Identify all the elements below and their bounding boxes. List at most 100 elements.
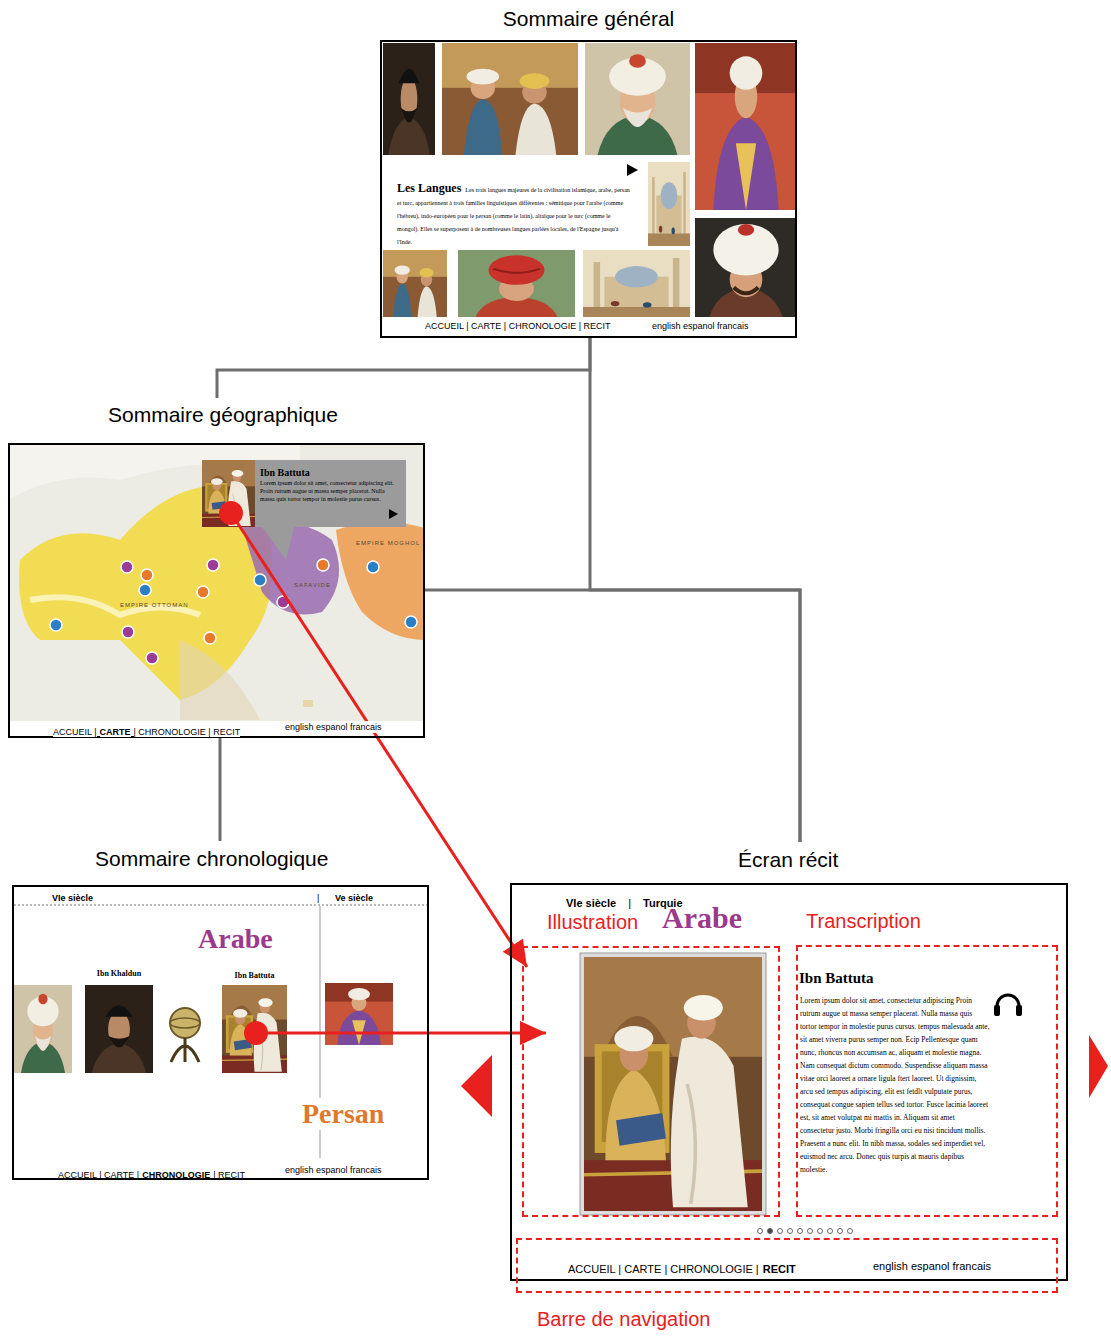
story-screen-art [1016,1005,1022,1016]
map-art [389,509,398,519]
map-art [8,443,425,738]
screen-general-art [383,157,645,248]
story-screen-art [848,1229,853,1234]
map-art [367,561,379,573]
panel-body: Les trois langues majeures de la civilis… [397,187,630,245]
map-art [122,626,134,638]
story-screen-art [1089,1035,1108,1098]
map-art [139,584,151,596]
story-screen-art [798,1229,803,1234]
timeline-art [170,1008,200,1038]
story-screen-art [580,953,766,1215]
nav-link: | CHRONOLOGIE | RECIT [134,727,241,737]
story-screen-art [788,1229,793,1234]
screen-general-art [695,43,797,210]
tree-connector [217,338,590,398]
text-line: ACCUEIL | CARTE |CHRONOLOGIE| RECIT [58,1164,245,1182]
text-line: ACCUEIL |CARTE| CHRONOLOGIE | RECIT [53,721,240,739]
screen-general-art [383,43,435,155]
screen-general-art [380,40,797,338]
story-screen-art [818,1229,823,1234]
nav-link: Ve siècle [335,892,373,904]
panel-heading: Les Langues [397,181,461,195]
text-line: Les LanguesLes trois langues majeures de… [397,182,633,247]
tree-connector [425,590,800,842]
screen-mockup: ACCUEIL |CARTE| CHRONOLOGIE | RECITSomma… [8,443,425,738]
nav-link: | [317,892,319,904]
map-region-label: SAFAVIDE [294,582,331,588]
map-art [317,559,329,571]
map-art [50,619,62,631]
story-screen-art [768,1229,773,1234]
language-heading: Persan [302,1098,384,1130]
story-screen-art [461,1055,492,1117]
tree-connector [219,738,222,841]
map-art [207,559,219,571]
timeline-art [222,985,287,1073]
timeline-item: Ibn Battuta [222,965,287,1073]
screen-mockup: Sommaire généralACCUEIL | CARTE | CHRONO… [380,40,797,338]
story-screen-art [838,1229,843,1234]
nav-link: | RECIT [213,1170,245,1180]
screen-general-art [383,250,447,317]
nav-link: ACCUEIL | [53,727,97,737]
nav-link: english espanol francais [873,1259,991,1273]
story-screen-art [758,1229,763,1234]
annotation-label: Transcription [806,909,921,933]
screen-general-art [627,164,638,176]
map-art [50,559,417,664]
nav-link: VIe siècle [566,897,616,909]
link-dot [244,1021,268,1045]
map-art [405,616,417,628]
timeline-art [184,1038,187,1062]
map-art [8,721,425,738]
timeline-art [85,985,153,1073]
map-region-label: EMPIRE OTTOMAN [120,602,189,608]
screen-title: Sommaire général [380,6,797,31]
map-art [197,586,209,598]
link-arrow [256,1032,546,1035]
map-art [262,527,294,560]
story-body: Lorem ipsum dolor sit amet, consectetur … [800,994,990,1176]
story-screen-art [510,883,1068,1281]
map-art [303,700,313,707]
story-screen-art [584,957,762,1211]
annotation-label: Illustration [547,910,638,934]
nav-link: CARTE [100,727,131,737]
nav-link: RECIT [763,1263,796,1275]
map-art [202,460,406,527]
screen-title: Écran récit [738,847,838,872]
map-popup: Ibn BattutaLorem ipsum dolor sit amet, c… [202,460,406,527]
map-art [121,561,133,573]
map-art [254,574,266,586]
story-screen-art [758,1229,853,1234]
story-screen-art [808,1229,813,1234]
timeline-art [170,1018,200,1028]
nav-link: ACCUEIL | CARTE | [58,1170,139,1180]
screen-title: Sommaire chronologique [95,846,328,871]
screen-general-art [380,40,797,338]
nav-link: english espanol francais [652,320,749,332]
timeline-art [14,985,72,1073]
map-art [180,640,260,720]
text-line: Ibn BattutaLorem ipsum dolor sit amet, c… [260,466,400,503]
popup-heading: Ibn Battuta [260,466,400,479]
nav-link: CHRONOLOGIE [142,1170,210,1180]
nav-link: english espanol francais [285,1164,382,1176]
timeline-art [325,983,393,1045]
text-line: ACCUEIL | CARTE | CHRONOLOGIE |RECIT [568,1259,796,1277]
screen-general-art [695,218,797,317]
nav-link: english espanol francais [285,721,382,733]
zone-box: Illustration [522,946,780,1217]
screen-mockup: ACCUEIL | CARTE |CHRONOLOGIE| RECITSomma… [12,885,429,1180]
story-screen-art [994,1005,1000,1016]
popup-body: Lorem ipsum dolor sit amet, consectetur … [260,479,400,503]
map-art [30,597,200,615]
map-art [204,632,216,644]
zone-box: ACCUEIL | CARTE | CHRONOLOGIE |RECITBarr… [516,1238,1058,1293]
nav-link: ACCUEIL | CARTE | CHRONOLOGIE | RECIT [425,320,611,332]
nav-link: | [628,897,631,909]
link-arrow [231,513,527,967]
screen-general-art [458,250,575,317]
map-art [202,460,255,527]
